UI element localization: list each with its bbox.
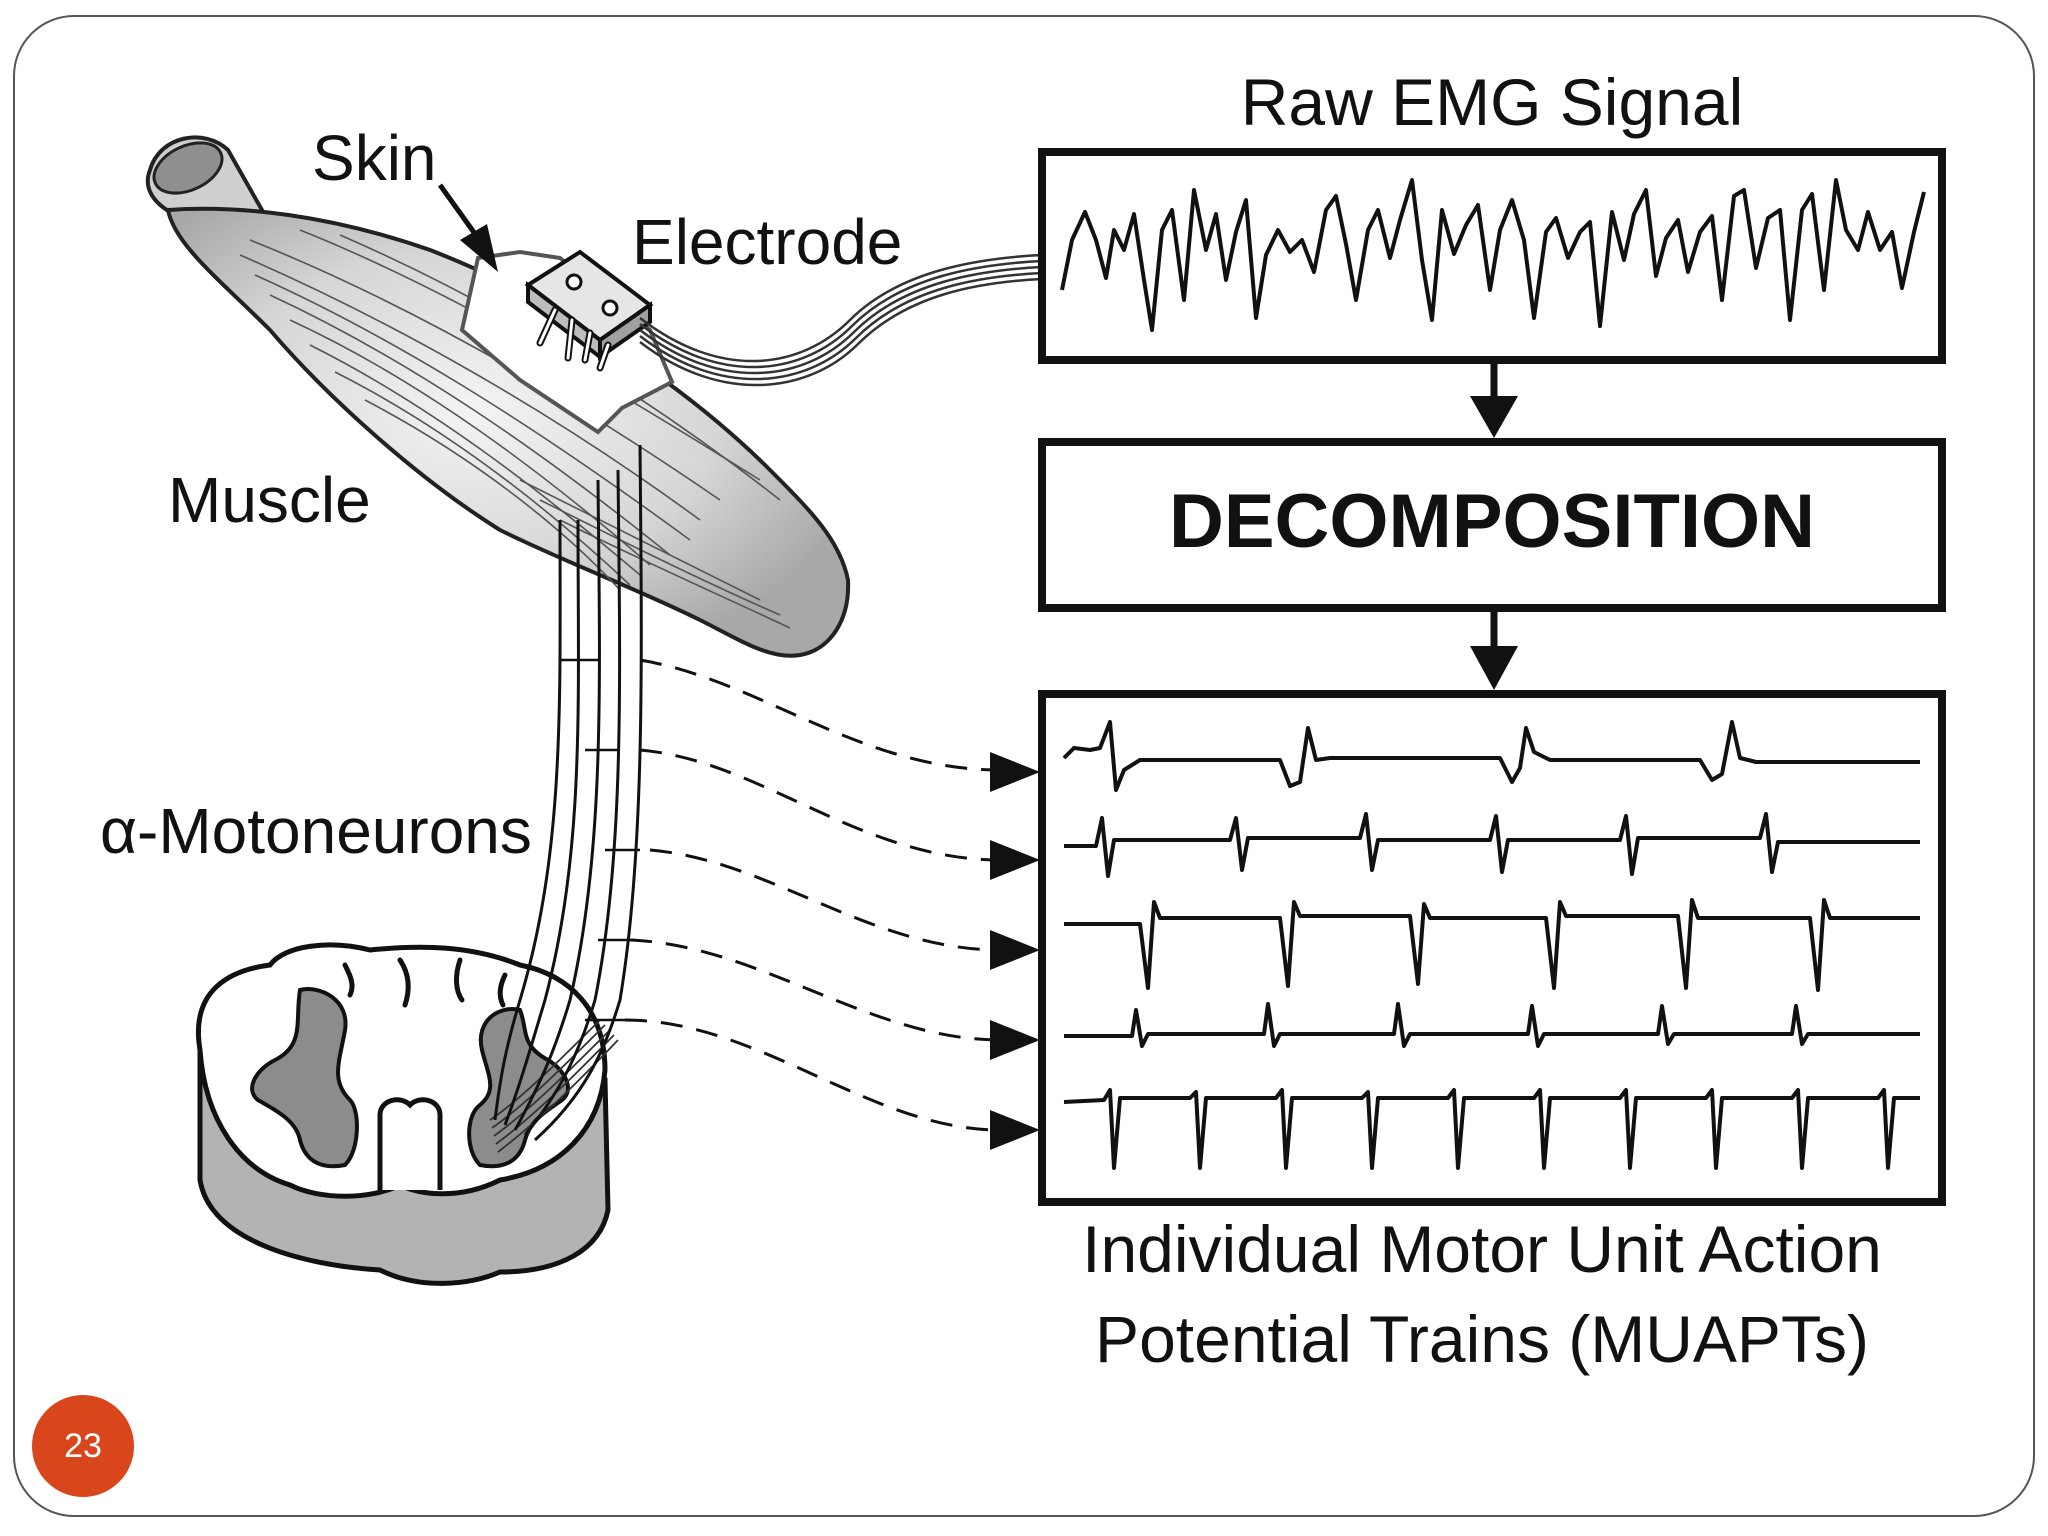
motoneurons-label: α-Motoneurons xyxy=(100,795,532,867)
decomposition-box xyxy=(1038,438,1946,612)
electrode-device xyxy=(524,249,654,372)
muapt-traces xyxy=(1062,720,1920,1170)
muapt-train-4 xyxy=(1064,1002,1920,1048)
muscle-illustration xyxy=(145,135,851,658)
motoneuron-fibers xyxy=(493,444,643,1142)
muapt-box xyxy=(1038,690,1946,1206)
skin-label: Skin xyxy=(312,122,437,194)
decomposition-label: DECOMPOSITION xyxy=(1169,479,1815,564)
muapt-train-2 xyxy=(1064,812,1920,878)
muapt-label-line2: Potential Trains (MUAPTs) xyxy=(1095,1302,1869,1376)
skin-arrow xyxy=(437,183,498,272)
electrode-cable xyxy=(639,253,1043,387)
raw-emg-box xyxy=(1038,148,1946,364)
muapt-train-3 xyxy=(1064,898,1920,992)
arrow-decomposition-to-muapt xyxy=(1470,610,1518,690)
dashed-connectors xyxy=(624,658,1001,1132)
slide-frame xyxy=(13,15,2035,1517)
muapt-train-1 xyxy=(1062,720,1920,792)
raw-emg-trace xyxy=(1060,178,1926,332)
spinal-cord-section xyxy=(196,942,619,1286)
page-number-badge: 23 xyxy=(32,1395,134,1497)
muapt-train-5 xyxy=(1063,1088,1920,1170)
electrode-label: Electrode xyxy=(632,206,902,278)
connector-arrowheads xyxy=(990,752,1040,1150)
motoneurons-text: -Motoneurons xyxy=(137,795,532,867)
arrow-raw-to-decomposition xyxy=(1470,362,1518,438)
alpha-symbol: α xyxy=(100,795,137,867)
muapt-label-line1: Individual Motor Unit Action xyxy=(1082,1212,1882,1286)
raw-emg-label: Raw EMG Signal xyxy=(1241,65,1744,139)
muscle-label: Muscle xyxy=(168,464,371,536)
